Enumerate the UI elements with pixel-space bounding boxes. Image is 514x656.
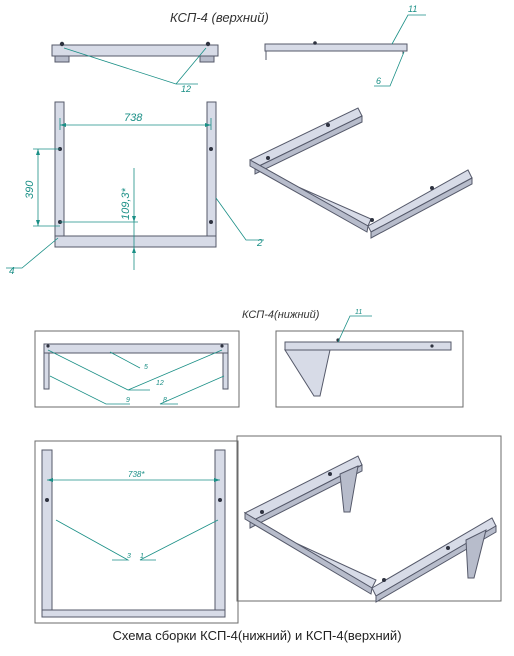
callouts-bottom-front: 3 1 (55, 519, 219, 561)
callouts-bottom-left: 5 12 9 8 (47, 349, 225, 405)
svg-text:8: 8 (163, 397, 167, 404)
callout-11-top: 11 (391, 4, 426, 45)
top-isometric-frame (249, 107, 473, 239)
svg-text:390: 390 (24, 180, 36, 199)
diagram-caption: Схема сборки КСП-4(нижний) и КСП-4(верхн… (112, 628, 402, 643)
svg-text:4: 4 (9, 266, 15, 277)
bottom-panel-isometric (236, 435, 502, 602)
dim-1093-top: 109,3* (60, 168, 138, 270)
bottom-front-frame (41, 449, 226, 618)
top-side-view (264, 41, 408, 60)
svg-text:6: 6 (376, 76, 381, 86)
bottom-title: КСП-4(нижний) (242, 309, 320, 321)
svg-text:11: 11 (355, 309, 362, 316)
bottom-side-view (284, 338, 452, 397)
bottom-panel-top-view (34, 330, 240, 408)
bottom-panel-front-view (34, 440, 239, 624)
svg-text:9: 9 (126, 397, 130, 404)
top-title: КСП-4 (верхний) (170, 10, 269, 25)
bottom-isometric-frame (243, 455, 497, 603)
svg-text:3: 3 (127, 553, 131, 560)
svg-text:12: 12 (156, 380, 164, 387)
bottom-top-view (43, 343, 229, 390)
bottom-panel-side-view (275, 330, 464, 408)
svg-text:2: 2 (256, 238, 263, 249)
top-front-frame (54, 101, 217, 248)
svg-text:12: 12 (181, 84, 191, 94)
svg-text:738*: 738* (128, 470, 145, 479)
svg-text:11: 11 (408, 4, 417, 14)
dim-738-top: 738 (59, 112, 212, 130)
svg-text:738: 738 (124, 112, 143, 124)
svg-text:109,3*: 109,3* (120, 187, 132, 220)
callout-2-top: 2 (215, 197, 264, 249)
svg-text:1: 1 (140, 553, 144, 560)
svg-text:5: 5 (144, 364, 148, 371)
callout-4-top: 4 (6, 237, 59, 277)
callout-11-bottom: 11 (337, 309, 372, 343)
callout-12-top: 12 (63, 47, 207, 94)
top-view-bar (51, 41, 219, 63)
dim-738-bottom: 738* (47, 470, 220, 482)
callout-6-top: 6 (374, 51, 405, 87)
dim-390-top: 390 (24, 148, 60, 227)
